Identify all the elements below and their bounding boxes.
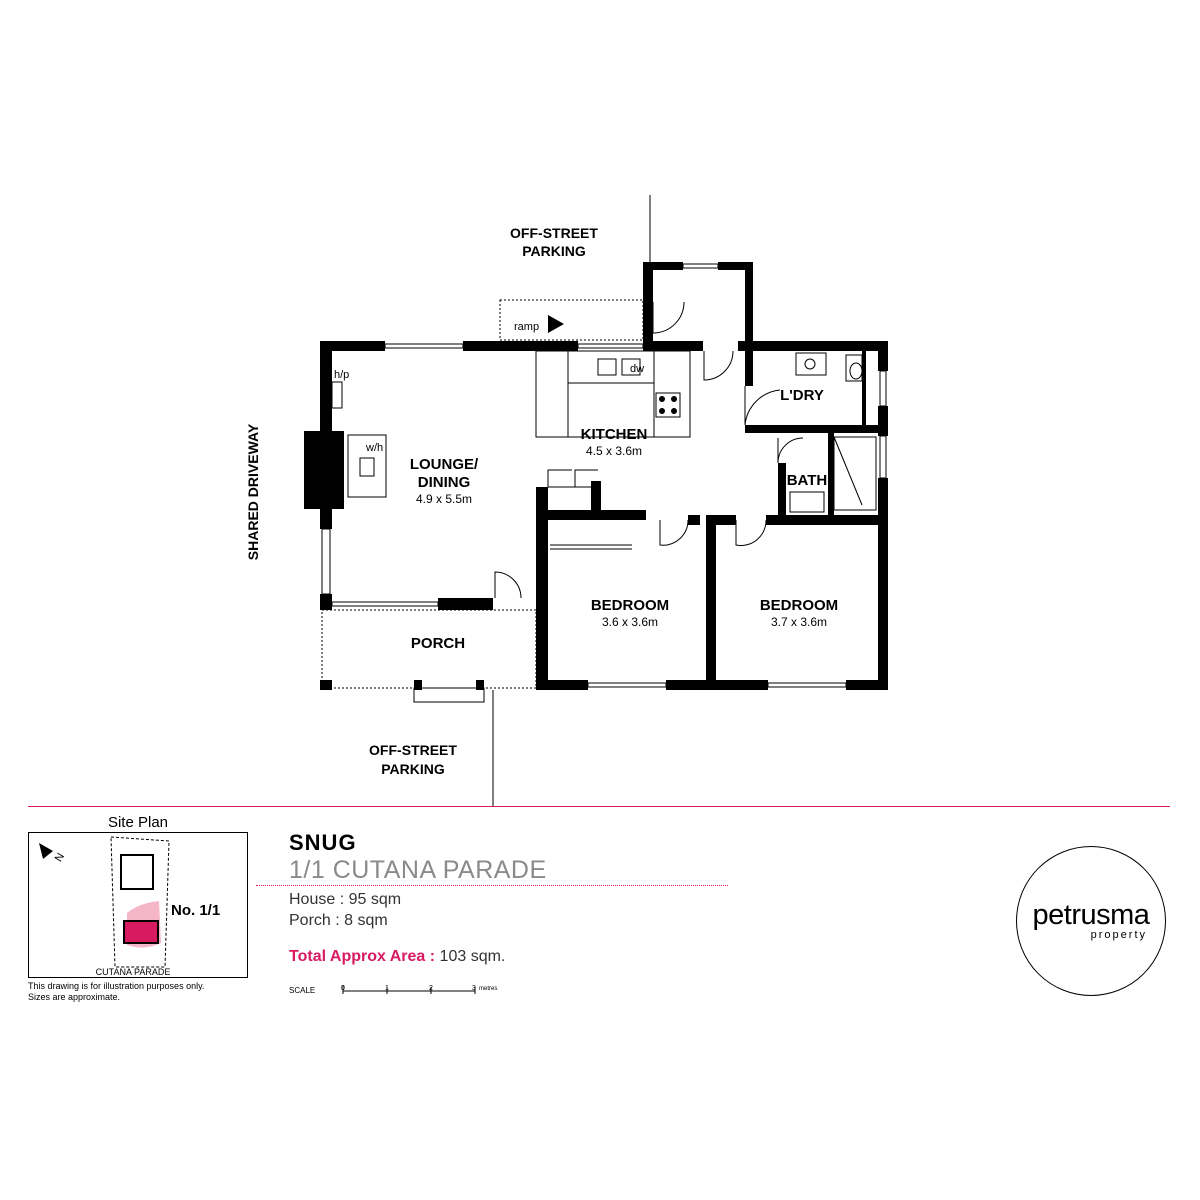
porch-area: Porch : 8 sqm bbox=[289, 912, 388, 929]
bedroom1-size: 3.6 x 3.6m bbox=[602, 615, 658, 629]
porch-step bbox=[413, 687, 485, 703]
laundry-tub-icon bbox=[795, 352, 827, 376]
ramp-arrow-icon bbox=[548, 315, 564, 333]
bedroom2-label: BEDROOM bbox=[760, 597, 838, 614]
north-arrow-icon bbox=[39, 843, 53, 859]
kitchen-fixtures: dw bbox=[535, 350, 691, 438]
laundry-label: L'DRY bbox=[780, 387, 824, 404]
shower-icon bbox=[833, 436, 877, 511]
site-plan: N No. 1/1 CUTANA PARADE bbox=[28, 832, 248, 978]
ramp-label: ramp bbox=[514, 321, 539, 333]
parking-top-line2: PARKING bbox=[522, 243, 586, 259]
petrusma-logo: petrusma property bbox=[1016, 846, 1166, 996]
scale-unit: metres bbox=[479, 986, 497, 992]
property-name: SNUG bbox=[289, 830, 357, 855]
kitchen-label: KITCHEN bbox=[581, 426, 648, 443]
north-label: N bbox=[53, 851, 67, 864]
interior-walls bbox=[536, 341, 888, 690]
logo-sub-text: property bbox=[1090, 929, 1147, 941]
bath-label: BATH bbox=[787, 472, 828, 489]
heat-pump-label: h/p bbox=[334, 369, 349, 381]
property-address: 1/1 CUTANA PARADE bbox=[289, 856, 547, 884]
dishwasher-label: dw bbox=[630, 363, 644, 375]
fireplace-hearth bbox=[347, 434, 387, 498]
total-area: Total Approx Area : 103 sqm. bbox=[289, 948, 505, 966]
bedroom1-label: BEDROOM bbox=[591, 597, 669, 614]
wet-area-fixtures bbox=[789, 352, 877, 513]
site-subject-dwelling bbox=[123, 920, 159, 944]
sink-icon bbox=[597, 358, 617, 376]
bedroom2-size: 3.7 x 3.6m bbox=[771, 615, 827, 629]
scale-tick-1: 1 bbox=[385, 985, 389, 992]
lounge-size: 4.9 x 5.5m bbox=[416, 492, 472, 506]
driveway-label: SHARED DRIVEWAY bbox=[245, 423, 261, 560]
lounge-fixtures: h/p w/h bbox=[331, 369, 387, 498]
site-street-label: CUTANA PARADE bbox=[96, 967, 171, 977]
scale-tick-2: 2 bbox=[429, 985, 433, 992]
exterior-walls bbox=[304, 341, 888, 690]
ramp: ramp bbox=[499, 299, 644, 341]
disclaimer-line1: This drawing is for illustration purpose… bbox=[28, 981, 205, 991]
site-plan-drawing: N No. 1/1 CUTANA PARADE bbox=[39, 836, 220, 977]
lounge-label-line2: DINING bbox=[418, 474, 471, 491]
parking-top-line1: OFF-STREET bbox=[510, 225, 598, 241]
scale-bar: SCALE 0 1 2 3 metres bbox=[289, 985, 497, 995]
total-area-label: Total Approx Area : bbox=[289, 948, 436, 965]
doors bbox=[494, 301, 804, 599]
wood-heater-label: w/h bbox=[365, 442, 383, 454]
house-area: House : 95 sqm bbox=[289, 891, 402, 908]
footer-divider bbox=[28, 806, 1170, 807]
disclaimer-line2: Sizes are approximate. bbox=[28, 992, 121, 1002]
site-upper-dwelling bbox=[120, 854, 154, 890]
porch bbox=[320, 609, 537, 703]
total-area-value: 103 sqm. bbox=[439, 948, 506, 965]
logo-main-text: petrusma bbox=[1032, 899, 1150, 931]
rear-entry-annex bbox=[643, 262, 753, 342]
address-underline bbox=[256, 885, 728, 886]
wood-heater-icon bbox=[359, 457, 375, 477]
kitchen-size: 4.5 x 3.6m bbox=[586, 444, 642, 458]
cooktop-icon bbox=[655, 392, 681, 418]
parking-bottom-line1: OFF-STREET bbox=[369, 742, 457, 758]
site-plan-title: Site Plan bbox=[107, 814, 169, 831]
lot-label: No. 1/1 bbox=[171, 902, 220, 919]
porch-label: PORCH bbox=[411, 635, 465, 652]
scale-tick-3: 3 bbox=[472, 985, 476, 992]
scale-label: SCALE bbox=[289, 986, 315, 995]
parking-bottom-line2: PARKING bbox=[381, 761, 445, 777]
lounge-label-line1: LOUNGE/ bbox=[410, 456, 479, 473]
disclaimer-note: This drawing is for illustration purpose… bbox=[28, 981, 268, 1003]
vanity-icon bbox=[789, 491, 825, 513]
scale-tick-0: 0 bbox=[341, 985, 345, 992]
